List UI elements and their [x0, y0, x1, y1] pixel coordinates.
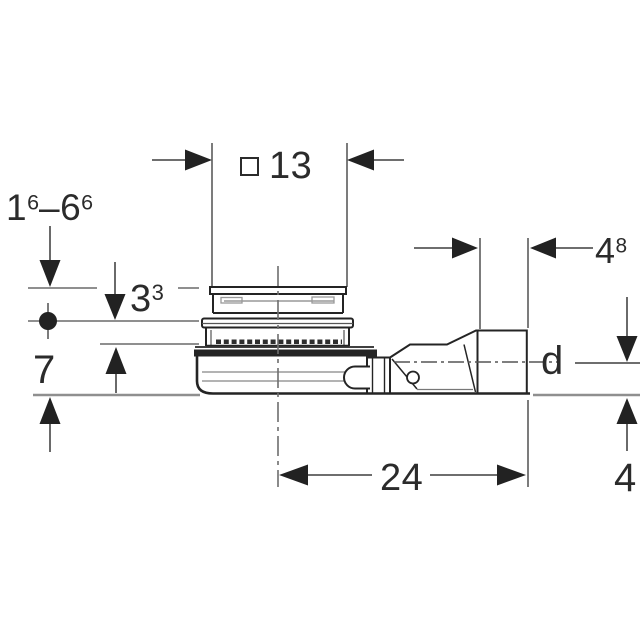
square-symbol	[240, 156, 259, 176]
arrow-right-icon	[497, 464, 526, 486]
dim-trap-height-label: 7	[33, 348, 56, 392]
dimension-arrows	[39, 149, 638, 486]
dim-height-range-label: 16–66	[6, 187, 94, 228]
dim-length-label: 24	[380, 457, 424, 499]
extension-lines	[47, 143, 529, 487]
dim-socket-length-label: 48	[595, 230, 628, 271]
dimension-shafts	[49, 159, 640, 476]
centerlines	[277, 266, 558, 487]
arrow-left-icon	[530, 237, 556, 259]
arrow-up-icon	[616, 398, 638, 424]
arrow-left-icon	[279, 464, 308, 486]
trap-rim	[194, 349, 377, 357]
arrow-left-icon	[347, 149, 374, 171]
arrow-up-icon	[105, 347, 127, 374]
pipe-opening	[342, 365, 370, 390]
arrow-down-icon	[616, 336, 638, 362]
arrow-right-icon	[452, 237, 478, 259]
dim-outlet-diameter-label: d	[541, 339, 564, 383]
arrow-right-icon	[185, 149, 212, 171]
arrow-down-icon	[104, 294, 126, 320]
arrow-down-icon	[39, 260, 61, 287]
bracket-hole	[406, 370, 420, 385]
trap-bowl	[195, 356, 530, 395]
arrow-up-icon	[39, 397, 61, 424]
dim-top-width-value: 13	[269, 145, 313, 187]
dim-top-width-label: 13	[240, 147, 312, 185]
compression-nut	[366, 356, 391, 395]
reference-dot	[39, 312, 57, 330]
dim-grate-height-label: 33	[130, 278, 164, 320]
dim-bottom-offset-label: 4	[614, 456, 637, 500]
